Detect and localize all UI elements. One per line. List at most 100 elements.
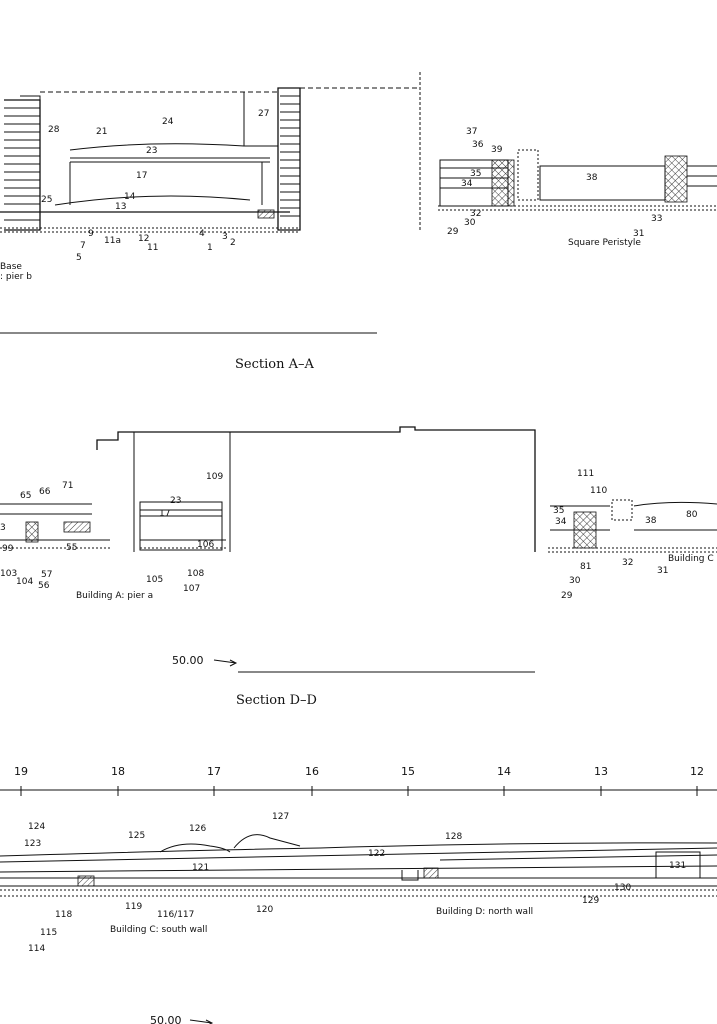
aa-label: 37 <box>466 127 477 137</box>
dd-label: 105 <box>146 575 163 585</box>
aa-label: 34 <box>461 179 473 189</box>
dd-label: 106 <box>197 540 214 550</box>
dd-label: 110 <box>590 486 607 496</box>
dd-label: 71 <box>62 481 73 491</box>
aa-label: 9 <box>88 229 94 239</box>
dd-label: 34 <box>555 517 567 527</box>
dd-label: 31 <box>657 566 668 576</box>
grid-ticks <box>20 786 698 796</box>
dd-building-c: Building C <box>668 554 714 564</box>
bottom-scale-marker: 50.00 <box>150 1014 182 1024</box>
section-dd: 65 66 71 3 109 23 17 99 55 103 104 57 56… <box>0 426 717 708</box>
aa-label: 14 <box>124 192 136 202</box>
aa-left-pier <box>4 95 41 231</box>
dd-label: 55 <box>66 543 77 553</box>
dd-label: 103 <box>0 569 17 579</box>
aa-label: 36 <box>472 140 484 150</box>
dd-label: 56 <box>38 581 50 591</box>
dd-label: 108 <box>187 569 204 579</box>
dd-label: 109 <box>206 472 223 482</box>
long-label: 121 <box>192 863 209 873</box>
aa-label: 30 <box>464 218 476 228</box>
dd-label: 107 <box>183 584 200 594</box>
dd-label: 30 <box>569 576 581 586</box>
dd-scale-marker: 50.00 <box>172 654 204 667</box>
grid-tick-label: 14 <box>497 765 511 778</box>
dd-label: 66 <box>39 487 51 497</box>
dd-label: 29 <box>561 591 573 601</box>
caption-section-dd: Section D–D <box>236 693 317 708</box>
aa-label: 11 <box>147 243 158 253</box>
dd-label: 23 <box>170 496 181 506</box>
dd-building-a: Building A: pier a <box>76 591 153 601</box>
grid-tick-label: 17 <box>207 765 221 778</box>
long-label: 126 <box>189 824 206 834</box>
long-label: 116/117 <box>157 910 194 920</box>
grid-tick-label: 12 <box>690 765 704 778</box>
dd-label: 57 <box>41 570 52 580</box>
aa-side-note: : pier b <box>0 272 32 282</box>
aa-label: 32 <box>470 209 481 219</box>
aa-peristyle-label: Square Peristyle <box>568 238 641 248</box>
aa-side-note: Base <box>0 262 22 272</box>
long-building-d-north: Building D: north wall <box>436 907 533 917</box>
grid-tick-label: 13 <box>594 765 608 778</box>
dd-label: 111 <box>577 469 594 479</box>
dd-label: 99 <box>2 544 14 554</box>
aa-label: 21 <box>96 127 107 137</box>
aa-label: 33 <box>651 214 662 224</box>
dd-label: 35 <box>553 506 564 516</box>
dd-label: 17 <box>159 509 170 519</box>
long-label: 127 <box>272 812 289 822</box>
caption-section-aa: Section A–A <box>235 357 314 372</box>
long-section: 19 18 17 16 15 14 13 12 124 123 125 126 … <box>0 765 717 1024</box>
long-label: 128 <box>445 832 462 842</box>
aa-label: 29 <box>447 227 459 237</box>
long-label: 123 <box>24 839 41 849</box>
aa-label: 7 <box>80 241 86 251</box>
aa-label: 3 <box>222 232 228 242</box>
dd-label: 38 <box>645 516 657 526</box>
long-label: 122 <box>368 849 385 859</box>
dd-label: 3 <box>0 523 6 533</box>
aa-label: 1 <box>207 243 213 253</box>
long-label: 131 <box>669 861 686 871</box>
long-label: 129 <box>582 896 599 906</box>
grid-tick-label: 16 <box>305 765 319 778</box>
grid-tick-label: 18 <box>111 765 125 778</box>
aa-label: 11a <box>104 236 121 246</box>
long-label: 114 <box>28 944 45 954</box>
long-label: 119 <box>125 902 142 912</box>
aa-label: 27 <box>258 109 269 119</box>
aa-label: 2 <box>230 238 236 248</box>
dd-label: 80 <box>686 510 698 520</box>
aa-label: 35 <box>470 169 481 179</box>
dd-label: 32 <box>622 558 633 568</box>
aa-label: 23 <box>146 146 157 156</box>
aa-label: 5 <box>76 253 82 263</box>
grid-tick-label: 15 <box>401 765 415 778</box>
aa-label: 39 <box>491 145 503 155</box>
aa-label: 38 <box>586 173 598 183</box>
dd-label: 104 <box>16 577 33 587</box>
aa-label: 12 <box>138 234 149 244</box>
aa-label: 28 <box>48 125 60 135</box>
section-aa: 28 21 24 27 23 17 14 13 25 9 7 5 11a 12 … <box>0 72 717 372</box>
aa-label: 13 <box>115 202 126 212</box>
aa-label: 24 <box>162 117 174 127</box>
aa-label: 31 <box>633 229 644 239</box>
long-building-c-south: Building C: south wall <box>110 925 207 935</box>
long-label: 125 <box>128 831 145 841</box>
aa-label: 4 <box>199 229 205 239</box>
grid-tick-label: 19 <box>14 765 28 778</box>
long-label: 118 <box>55 910 72 920</box>
dd-label: 65 <box>20 491 31 501</box>
aa-label: 25 <box>41 195 52 205</box>
long-label: 130 <box>614 883 631 893</box>
dd-label: 81 <box>580 562 591 572</box>
long-label: 115 <box>40 928 57 938</box>
aa-label: 17 <box>136 171 147 181</box>
long-label: 120 <box>256 905 273 915</box>
aa-right-pier <box>277 87 301 231</box>
